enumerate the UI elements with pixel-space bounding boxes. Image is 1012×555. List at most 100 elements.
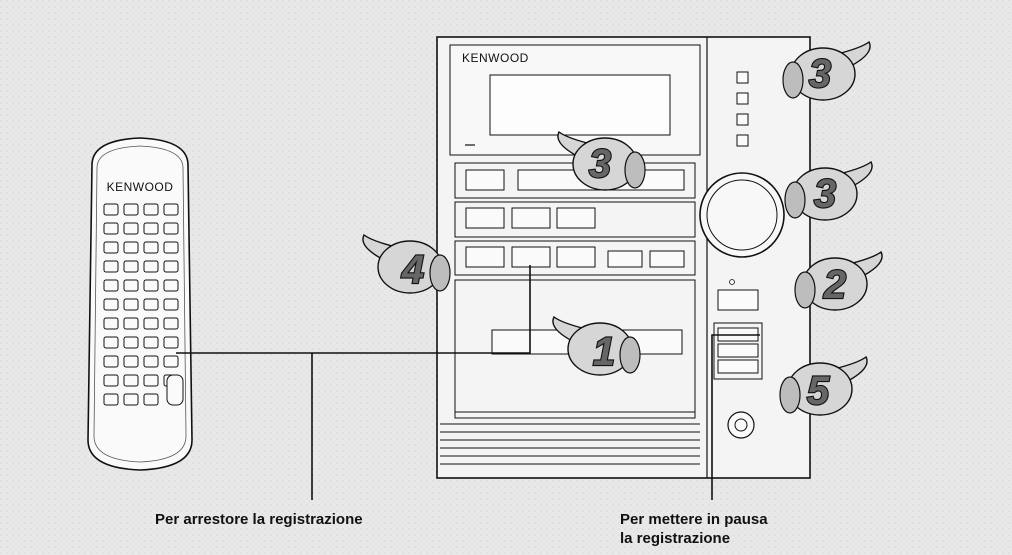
remote-button[interactable] [123,222,139,235]
step-number: 1 [593,330,615,374]
stereo-unit: KENWOOD [436,36,811,479]
remote-button[interactable] [143,317,159,330]
remote-button[interactable] [103,317,119,330]
hand-cuff [619,336,641,374]
hand-cuff [779,376,801,414]
display-window [489,74,671,136]
hand-callouts: 3 3 3 4 2 1 5 [362,40,883,416]
hand-cuff [784,181,806,219]
step-number: 2 [823,263,846,307]
remote-button[interactable] [123,317,139,330]
unit-button[interactable] [717,359,759,374]
unit-button[interactable] [556,246,596,268]
remote-button[interactable] [123,279,139,292]
hand-cuff [429,254,451,292]
hand-callout-step-cassette: 3 [557,130,646,191]
remote-button[interactable] [163,241,179,254]
remote-brand: KENWOOD [107,180,174,194]
hand-callout-step-top_right: 3 [782,40,871,101]
caption-pause-recording: Per mettere in pausa la registrazione [620,510,768,548]
remote-button-grid [103,203,184,406]
remote-button[interactable] [103,355,119,368]
pause-leader-line [711,334,760,500]
unit-button[interactable] [511,207,551,229]
remote-button[interactable] [103,336,119,349]
remote-button[interactable] [123,374,139,387]
remote-button[interactable] [166,374,184,406]
step-number: 3 [809,52,831,96]
remote-button[interactable] [103,241,119,254]
unit-brand: KENWOOD [462,51,529,65]
unit-button[interactable] [717,289,759,311]
unit-button[interactable] [736,113,749,126]
remote-button[interactable] [143,241,159,254]
remote-button[interactable] [143,298,159,311]
hand-cuff [624,151,646,189]
remote-button[interactable] [163,203,179,216]
remote-button[interactable] [123,393,139,406]
leader-lines [176,265,760,500]
step-number: 3 [589,142,611,186]
remote-button[interactable] [123,241,139,254]
remote-button[interactable] [123,298,139,311]
unit-button[interactable] [465,246,505,268]
remote-button[interactable] [163,317,179,330]
remote-button[interactable] [123,336,139,349]
remote-control: KENWOOD [87,137,193,471]
remote-button[interactable] [143,222,159,235]
remote-button[interactable] [123,355,139,368]
remote-button[interactable] [123,203,139,216]
unit-button[interactable] [465,169,505,191]
remote-button[interactable] [143,393,159,406]
remote-button[interactable] [103,279,119,292]
unit-button[interactable] [717,343,759,358]
remote-button[interactable] [103,374,119,387]
cassette-deck [454,279,696,419]
stop-leader-line [176,265,531,354]
unit-button[interactable] [736,92,749,105]
remote-button[interactable] [163,279,179,292]
remote-button[interactable] [143,279,159,292]
remote-button[interactable] [163,355,179,368]
unit-button[interactable] [556,207,596,229]
step-number: 4 [401,248,424,292]
remote-button[interactable] [163,336,179,349]
remote-button[interactable] [103,260,119,273]
remote-button[interactable] [103,298,119,311]
remote-button[interactable] [143,203,159,216]
unit-button[interactable] [465,207,505,229]
remote-button[interactable] [123,260,139,273]
caption-pause-line2: la registrazione [620,530,731,547]
hand-callout-step-deck: 1 [552,315,641,376]
remote-button[interactable] [143,336,159,349]
remote-button[interactable] [163,260,179,273]
headphone-jack [727,411,755,439]
remote-button[interactable] [163,298,179,311]
hand-callout-step-volume: 3 [784,160,873,221]
caption-stop-recording: Per arrestore la registrazione [155,511,363,528]
remote-button[interactable] [143,260,159,273]
speaker-vents [440,423,700,465]
remote-button[interactable] [103,393,119,406]
remote-button[interactable] [103,203,119,216]
step-number: 3 [814,172,836,216]
hand-callout-step-right_mid: 2 [794,250,883,311]
volume-knob[interactable] [699,172,785,258]
hand-cuff [794,271,816,309]
record-button[interactable] [511,246,551,268]
unit-button[interactable] [649,250,685,268]
step-number: 5 [807,369,830,413]
caption-pause-line1: Per mettere in pausa [620,511,768,528]
hand-callout-step-left: 4 [362,233,451,294]
unit-button[interactable] [607,250,643,268]
remote-button[interactable] [143,355,159,368]
remote-button[interactable] [103,222,119,235]
remote-button[interactable] [143,374,159,387]
unit-button[interactable] [736,134,749,147]
remote-button[interactable] [163,222,179,235]
hand-cuff [782,61,804,99]
unit-button[interactable] [736,71,749,84]
hand-callout-step-pause: 5 [779,355,868,416]
